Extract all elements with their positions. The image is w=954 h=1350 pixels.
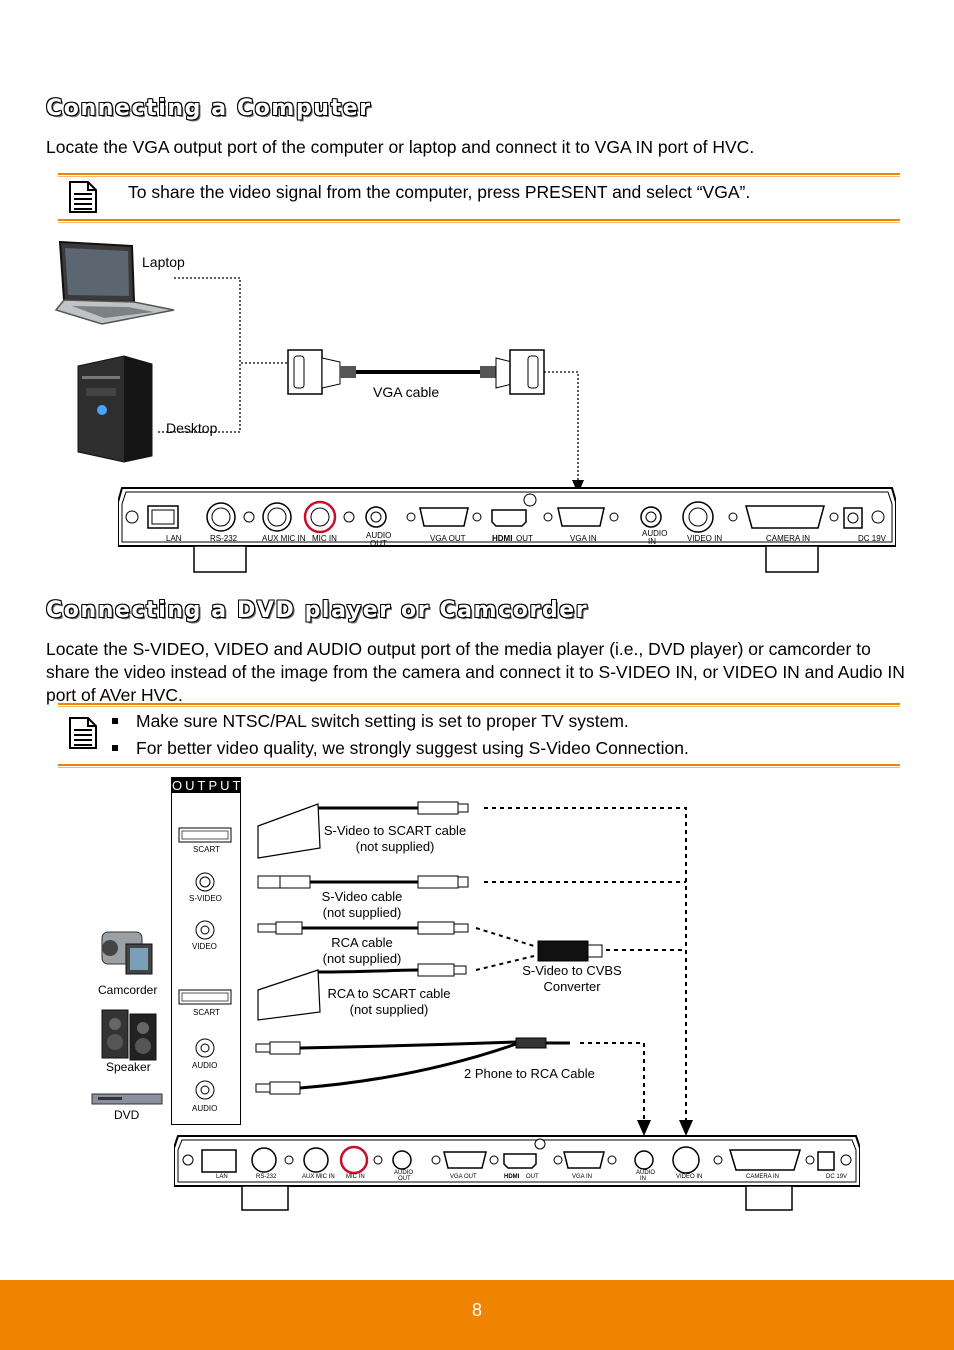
output-title: OUTPUT — [172, 778, 244, 793]
section-body-dvd: Locate the S-VIDEO, VIDEO and AUDIO outp… — [46, 639, 905, 705]
note-top-rule — [58, 173, 900, 177]
speaker-image — [100, 1006, 162, 1067]
cable-label-rca-scart: RCA to SCART cable (not supplied) — [316, 986, 462, 1018]
port-video-in-label: VIDEO IN — [687, 534, 723, 543]
output-port-label: SCART — [193, 845, 220, 854]
note2-list: Make sure NTSC/PAL switch setting is set… — [112, 708, 689, 762]
port-aux-label: AUX MIC IN — [262, 534, 306, 543]
desktop-image — [72, 352, 158, 469]
cable-label-line: (not supplied) — [355, 839, 435, 854]
section-heading-computer: Connecting a Computer — [46, 96, 372, 121]
cable-label-line: (not supplied) — [349, 1002, 429, 1017]
port-audio-out-label: AUDIO — [366, 531, 392, 540]
dvd-image — [90, 1090, 164, 1113]
port-audio-in-label-2: IN — [648, 537, 656, 546]
port-audio-in-label-2a: AUDIO — [636, 1170, 656, 1176]
port-audio-in-label: AUDIO — [642, 529, 668, 538]
page-number: 8 — [471, 1300, 482, 1320]
port-mic-label: MIC IN — [312, 534, 337, 543]
cable-label-line: (not supplied) — [322, 905, 402, 920]
page-footer — [0, 1280, 954, 1350]
diagram2-cables — [255, 801, 693, 1136]
output-port-label: VIDEO — [192, 942, 217, 951]
port-video-in-label-2: VIDEO IN — [676, 1174, 703, 1180]
note2-item: Make sure NTSC/PAL switch setting is set… — [112, 708, 689, 735]
port-lan-label: LAN — [166, 534, 182, 543]
converter-label-line: Converter — [543, 979, 601, 994]
cable-label-line: RCA to SCART cable — [327, 986, 451, 1001]
port-vga-out-label: VGA OUT — [430, 534, 466, 543]
hvc-rear-panel-2: LAN RS-232 AUX MIC IN MIC IN AUDIO OUT V… — [173, 1134, 861, 1214]
cable-label-line: RCA cable — [331, 935, 393, 950]
camcorder-image — [96, 924, 158, 985]
note2-icon — [68, 716, 98, 755]
port-lan-label-2: LAN — [216, 1174, 228, 1180]
port-rs232-label-2: RS-232 — [256, 1174, 277, 1180]
note2-top-rule — [58, 703, 900, 707]
port-audio-in-label-2b: IN — [640, 1176, 646, 1182]
cable-label-line: (not supplied) — [322, 951, 402, 966]
port-camera-in-label-2: CAMERA IN — [746, 1174, 780, 1180]
cable-label-svideo-scart: S-Video to SCART cable (not supplied) — [316, 823, 474, 855]
dvd-label: DVD — [114, 1108, 140, 1122]
converter-label-line: S-Video to CVBS — [522, 963, 622, 978]
cable-label-line: S-Video to SCART cable — [323, 823, 467, 838]
output-panel: OUTPUT SCART S-VIDEO VIDEO SCART AUDIO A… — [171, 777, 241, 1125]
converter-label: S-Video to CVBS Converter — [510, 963, 634, 995]
phone-cable-label: 2 Phone to RCA Cable — [464, 1066, 595, 1081]
port-dc-label: DC 19V — [858, 534, 887, 543]
port-vga-out-label-2: VGA OUT — [450, 1174, 477, 1180]
laptop-label: Laptop — [142, 254, 185, 270]
port-hdmi-label-2: HDMI — [504, 1174, 520, 1180]
hvc-rear-panel: LAN RS-232 AUX MIC IN MIC IN AUDIO OUT V… — [117, 486, 897, 576]
vga-cable-label: VGA cable — [373, 384, 440, 400]
section-body-computer: Locate the VGA output port of the comput… — [46, 137, 755, 157]
cable-label-line: S-Video cable — [321, 889, 403, 904]
port-mic-label-2: MIC IN — [346, 1174, 365, 1180]
section-heading-dvd: Connecting a DVD player or Camcorder — [46, 598, 589, 623]
note2-bottom-rule — [58, 764, 900, 768]
port-camera-in-label: CAMERA IN — [766, 534, 811, 543]
port-hdmi-out-label: OUT — [516, 534, 533, 543]
port-dc-label-2: DC 19V — [826, 1174, 848, 1180]
port-rs232-label: RS-232 — [210, 534, 238, 543]
note2-item: For better video quality, we strongly su… — [112, 735, 689, 762]
diagram1-connectors — [158, 277, 584, 494]
port-audio-out-label-2b: OUT — [398, 1176, 411, 1182]
cable-label-svideo: S-Video cable (not supplied) — [300, 889, 424, 921]
port-audio-out-label-2: OUT — [370, 539, 387, 548]
camcorder-label: Camcorder — [98, 983, 158, 997]
laptop-image — [54, 238, 178, 333]
note-text-vga: To share the video signal from the compu… — [128, 182, 751, 202]
note-bottom-rule — [58, 219, 900, 223]
port-hdmi-out-label-2: OUT — [526, 1174, 539, 1180]
output-port-label: SCART — [193, 1008, 220, 1017]
cable-label-rca: RCA cable (not supplied) — [300, 935, 424, 967]
speaker-label: Speaker — [106, 1060, 151, 1074]
output-port-label: AUDIO — [192, 1104, 218, 1113]
port-vga-in-label: VGA IN — [570, 534, 597, 543]
note-icon — [68, 180, 98, 219]
output-port-label: S-VIDEO — [189, 894, 222, 903]
port-hdmi-label: HDMI — [492, 534, 513, 543]
port-aux-label-2: AUX MIC IN — [302, 1174, 335, 1180]
port-audio-out-label-2a: AUDIO — [394, 1170, 414, 1176]
port-vga-in-label-2: VGA IN — [572, 1174, 593, 1180]
output-port-label: AUDIO — [192, 1061, 218, 1070]
